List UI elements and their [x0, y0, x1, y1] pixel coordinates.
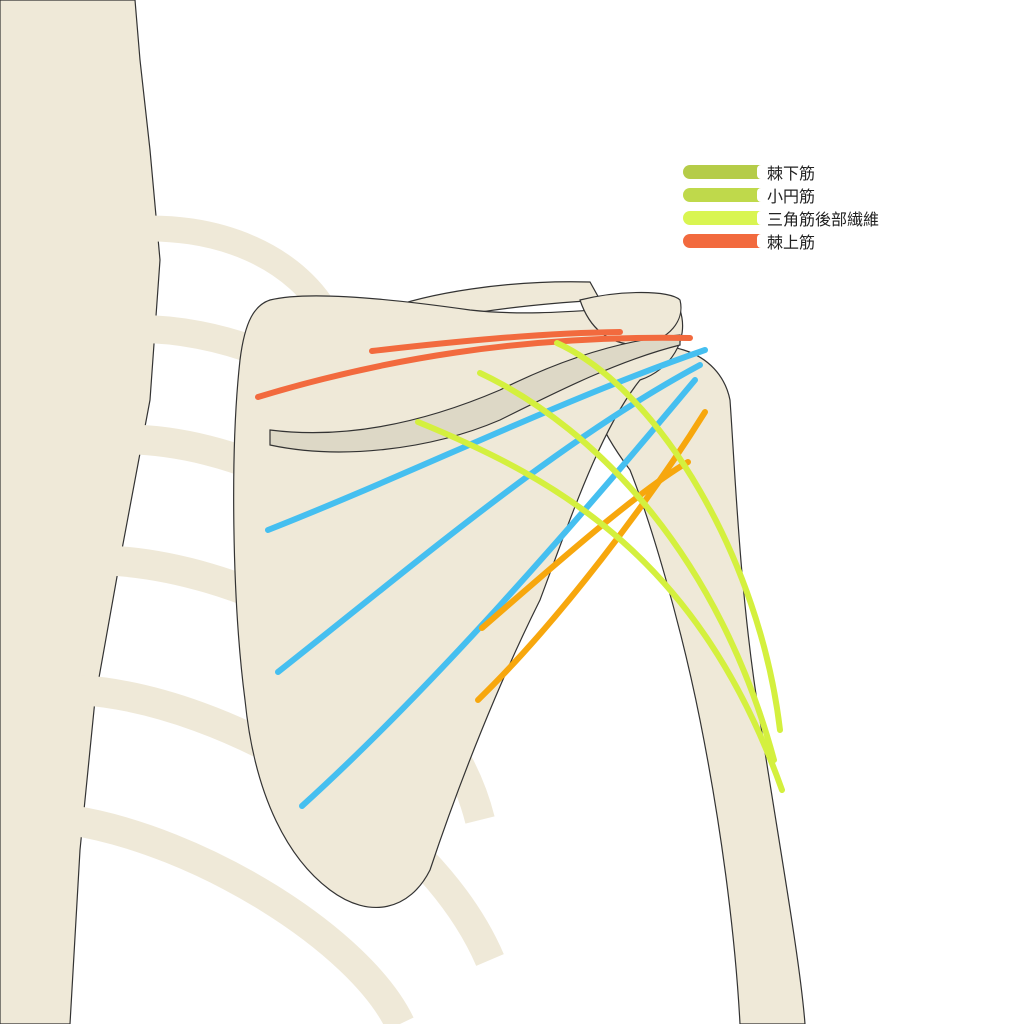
legend-swatch	[683, 210, 765, 225]
deltoid-line	[554, 340, 783, 733]
supraspinatus-line	[255, 334, 693, 400]
legend-item-posterior-deltoid: 三角筋後部繊維	[683, 206, 879, 229]
infraspinatus-line	[299, 377, 698, 809]
teres-minor-line	[479, 459, 691, 631]
legend-swatch	[683, 187, 765, 202]
legend-swatch	[683, 164, 765, 179]
legend-label: 棘下筋	[767, 163, 816, 183]
legend-label: 小円筋	[767, 186, 816, 206]
infraspinatus-line	[265, 347, 708, 533]
legend: 棘下筋 小円筋 三角筋後部繊維 棘上筋	[683, 160, 879, 252]
teres-minor-line	[475, 409, 708, 703]
deltoid-line	[477, 370, 777, 763]
scapular-spine	[269, 334, 681, 453]
legend-item-teres-minor: 小円筋	[683, 183, 879, 206]
legend-label: 三角筋後部繊維	[767, 209, 880, 229]
spine	[0, 0, 161, 1024]
legend-swatch	[683, 233, 765, 248]
legend-item-supraspinatus: 棘上筋	[683, 229, 879, 252]
infraspinatus-line	[275, 362, 703, 675]
legend-item-infraspinatus: 棘下筋	[683, 160, 879, 183]
legend-label: 棘上筋	[767, 232, 816, 252]
deltoid-line	[415, 419, 785, 793]
supraspinatus-line	[369, 329, 623, 354]
